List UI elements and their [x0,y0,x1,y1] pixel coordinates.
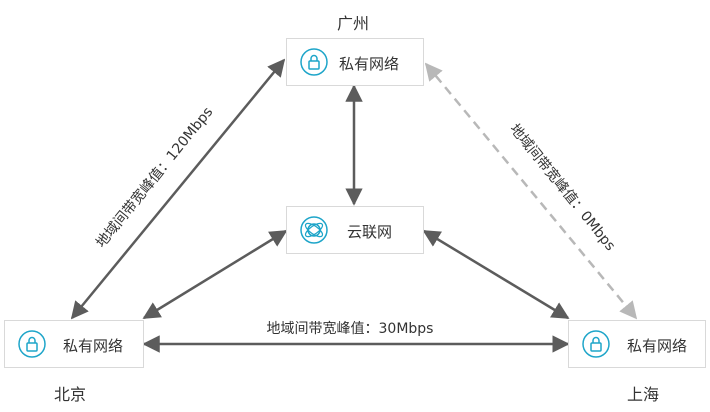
lock-icon [300,48,328,76]
ccn-node-center[interactable]: 云联网 [286,206,424,254]
edge-left-top [70,58,286,320]
city-label-top: 广州 [337,14,370,33]
edge-center-left [142,229,288,320]
node-label: 私有网络 [627,337,688,355]
node-label: 云联网 [347,223,393,241]
vpc-node-right[interactable]: 私有网络 [568,320,706,368]
city-label-left: 北京 [54,385,87,404]
edge-top-right [424,62,638,320]
edge-label-left-right: 地域间带宽峰值：30Mbps [266,321,434,337]
ccn-globe-icon [300,216,328,244]
lock-icon [18,330,46,358]
edge-center-right [422,229,570,320]
city-label-right: 上海 [627,385,660,404]
lock-icon [582,330,610,358]
vpc-node-top[interactable]: 私有网络 [286,38,424,86]
node-label: 私有网络 [63,337,124,355]
node-label: 私有网络 [339,55,400,73]
vpc-node-left[interactable]: 私有网络 [4,320,144,368]
